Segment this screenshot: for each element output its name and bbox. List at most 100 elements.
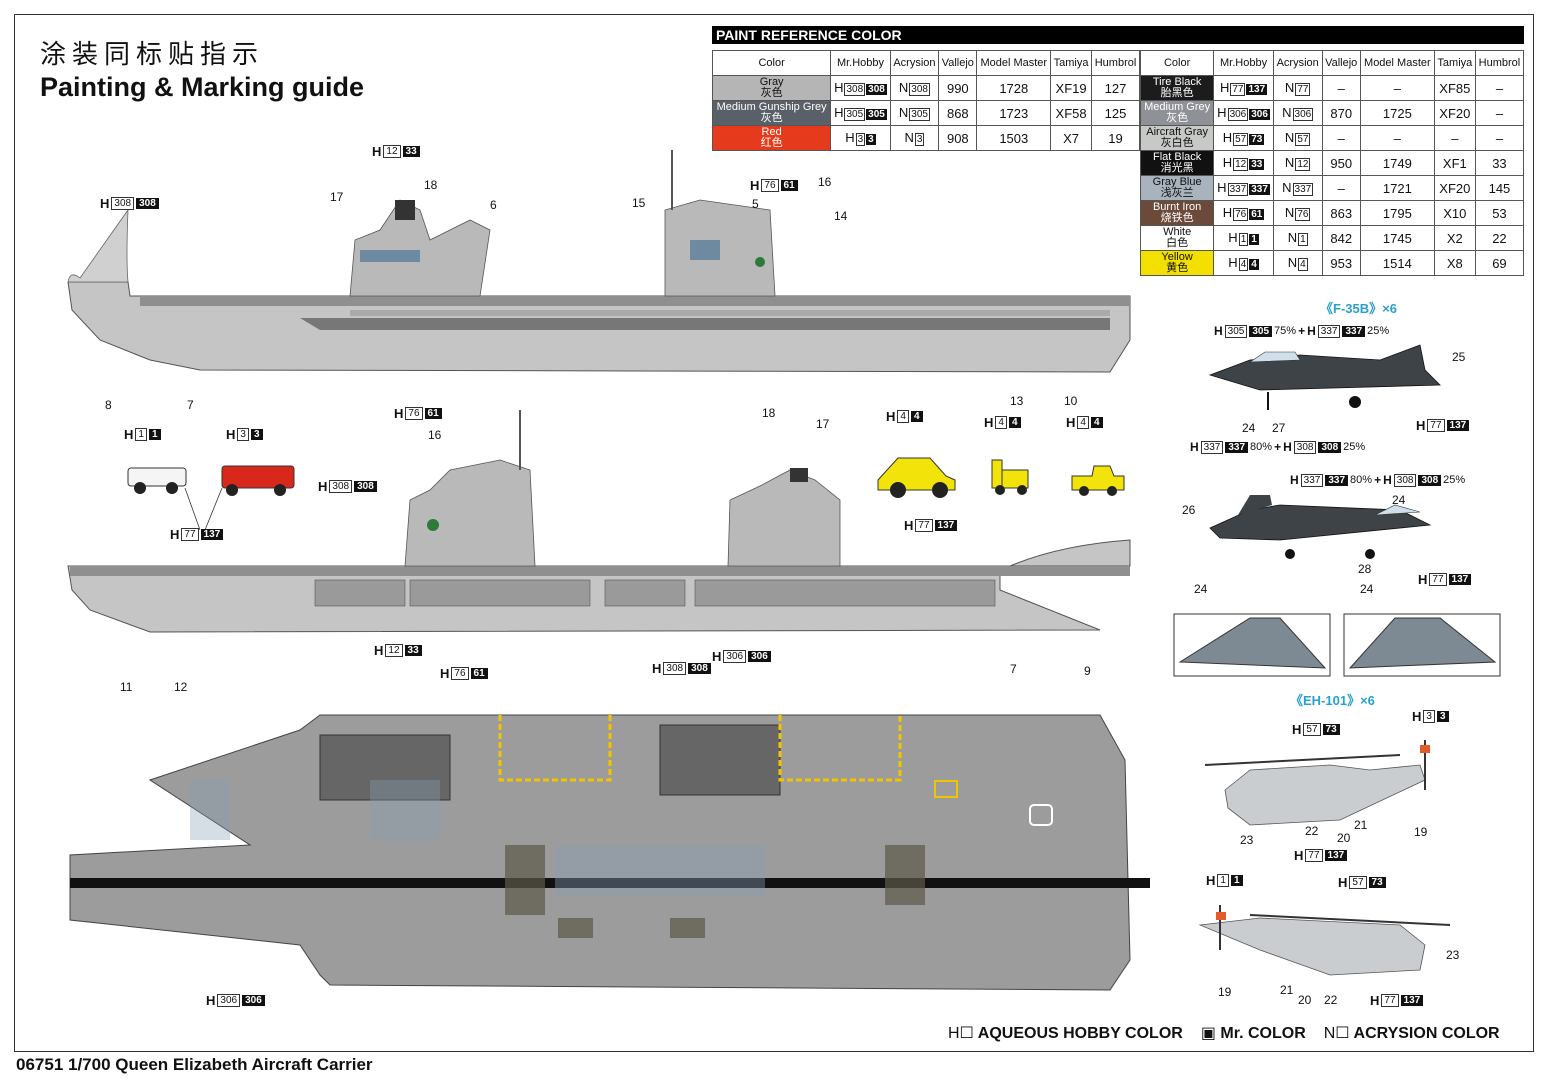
callout-number: 20 bbox=[1337, 831, 1351, 845]
tamiya-code: XF19 bbox=[1050, 75, 1093, 101]
mm-code: 1723 bbox=[976, 100, 1052, 126]
legend-aqueous: H☐ AQUEOUS HOBBY COLOR bbox=[948, 1025, 1183, 1042]
callout-number: 16 bbox=[428, 428, 442, 442]
tamiya-code: XF58 bbox=[1050, 100, 1093, 126]
callout-number: 9 bbox=[1084, 664, 1091, 678]
vallejo-code: 990 bbox=[938, 75, 978, 101]
tamiya-code: XF1 bbox=[1433, 150, 1476, 176]
mm-code: 1721 bbox=[1359, 175, 1435, 201]
vallejo-code: 842 bbox=[1321, 225, 1361, 251]
callout-number: 10 bbox=[1064, 394, 1078, 408]
eh101-side-view-1 bbox=[1204, 740, 1430, 826]
callout-number: 20 bbox=[1298, 993, 1312, 1007]
humbrol-code: 145 bbox=[1474, 175, 1525, 201]
vallejo-code: – bbox=[1321, 75, 1361, 101]
vallejo-code: 863 bbox=[1321, 200, 1361, 226]
legend-mr-color: ▣ Mr. COLOR bbox=[1200, 1025, 1306, 1042]
callout-number: 27 bbox=[1272, 421, 1286, 435]
callout-number: 24 bbox=[1194, 582, 1208, 596]
mm-code: 1745 bbox=[1359, 225, 1435, 251]
callout-number: 21 bbox=[1280, 983, 1294, 997]
callout-number: 13 bbox=[1010, 394, 1024, 408]
humbrol-code: 22 bbox=[1474, 225, 1525, 251]
tamiya-code: XF20 bbox=[1433, 175, 1476, 201]
callout-number: 15 bbox=[632, 196, 646, 210]
page-frame bbox=[14, 14, 1534, 1052]
flight-deck-plan bbox=[69, 714, 1150, 991]
guide-title: Painting & Marking guide bbox=[40, 72, 365, 102]
callout-number: 24 bbox=[1360, 582, 1374, 596]
humbrol-code: – bbox=[1474, 125, 1525, 151]
callout-number: 8 bbox=[105, 398, 112, 412]
side-view-port bbox=[67, 410, 1131, 633]
callout-number: 17 bbox=[816, 417, 830, 431]
eh101-side-view-2 bbox=[1198, 905, 1451, 976]
callout-number: 7 bbox=[1010, 662, 1017, 676]
tamiya-code: X7 bbox=[1050, 125, 1093, 151]
humbrol-code: 69 bbox=[1474, 250, 1525, 276]
callout-number: 6 bbox=[490, 198, 497, 212]
callout-number: 19 bbox=[1218, 985, 1232, 999]
callout-number: 7 bbox=[187, 398, 194, 412]
callout-number: 26 bbox=[1182, 503, 1196, 517]
vallejo-code: 953 bbox=[1321, 250, 1361, 276]
callout-number: 23 bbox=[1240, 833, 1254, 847]
callout-number: 22 bbox=[1324, 993, 1338, 1007]
callout-number: 21 bbox=[1354, 818, 1368, 832]
callout-number: 17 bbox=[330, 190, 344, 204]
tamiya-code: X8 bbox=[1433, 250, 1476, 276]
legend-acrysion: N☐ ACRYSION COLOR bbox=[1323, 1025, 1500, 1042]
vallejo-code: 868 bbox=[938, 100, 978, 126]
vallejo-code: 908 bbox=[938, 125, 978, 151]
side-view-starboard bbox=[67, 150, 1131, 373]
mm-code: – bbox=[1359, 75, 1435, 101]
vallejo-code: 870 bbox=[1321, 100, 1361, 126]
humbrol-code: 33 bbox=[1474, 150, 1525, 176]
callout-number: 24 bbox=[1392, 493, 1406, 507]
callout-number: 18 bbox=[424, 178, 438, 192]
eh101-section-title: 《EH-101》×6 bbox=[1290, 693, 1375, 708]
mm-code: 1725 bbox=[1359, 100, 1435, 126]
humbrol-code: 19 bbox=[1091, 125, 1140, 151]
vallejo-code: 950 bbox=[1321, 150, 1361, 176]
paint-reference-heading: PAINT REFERENCE COLOR bbox=[712, 26, 1524, 44]
column-header: Humbrol bbox=[1474, 50, 1525, 76]
